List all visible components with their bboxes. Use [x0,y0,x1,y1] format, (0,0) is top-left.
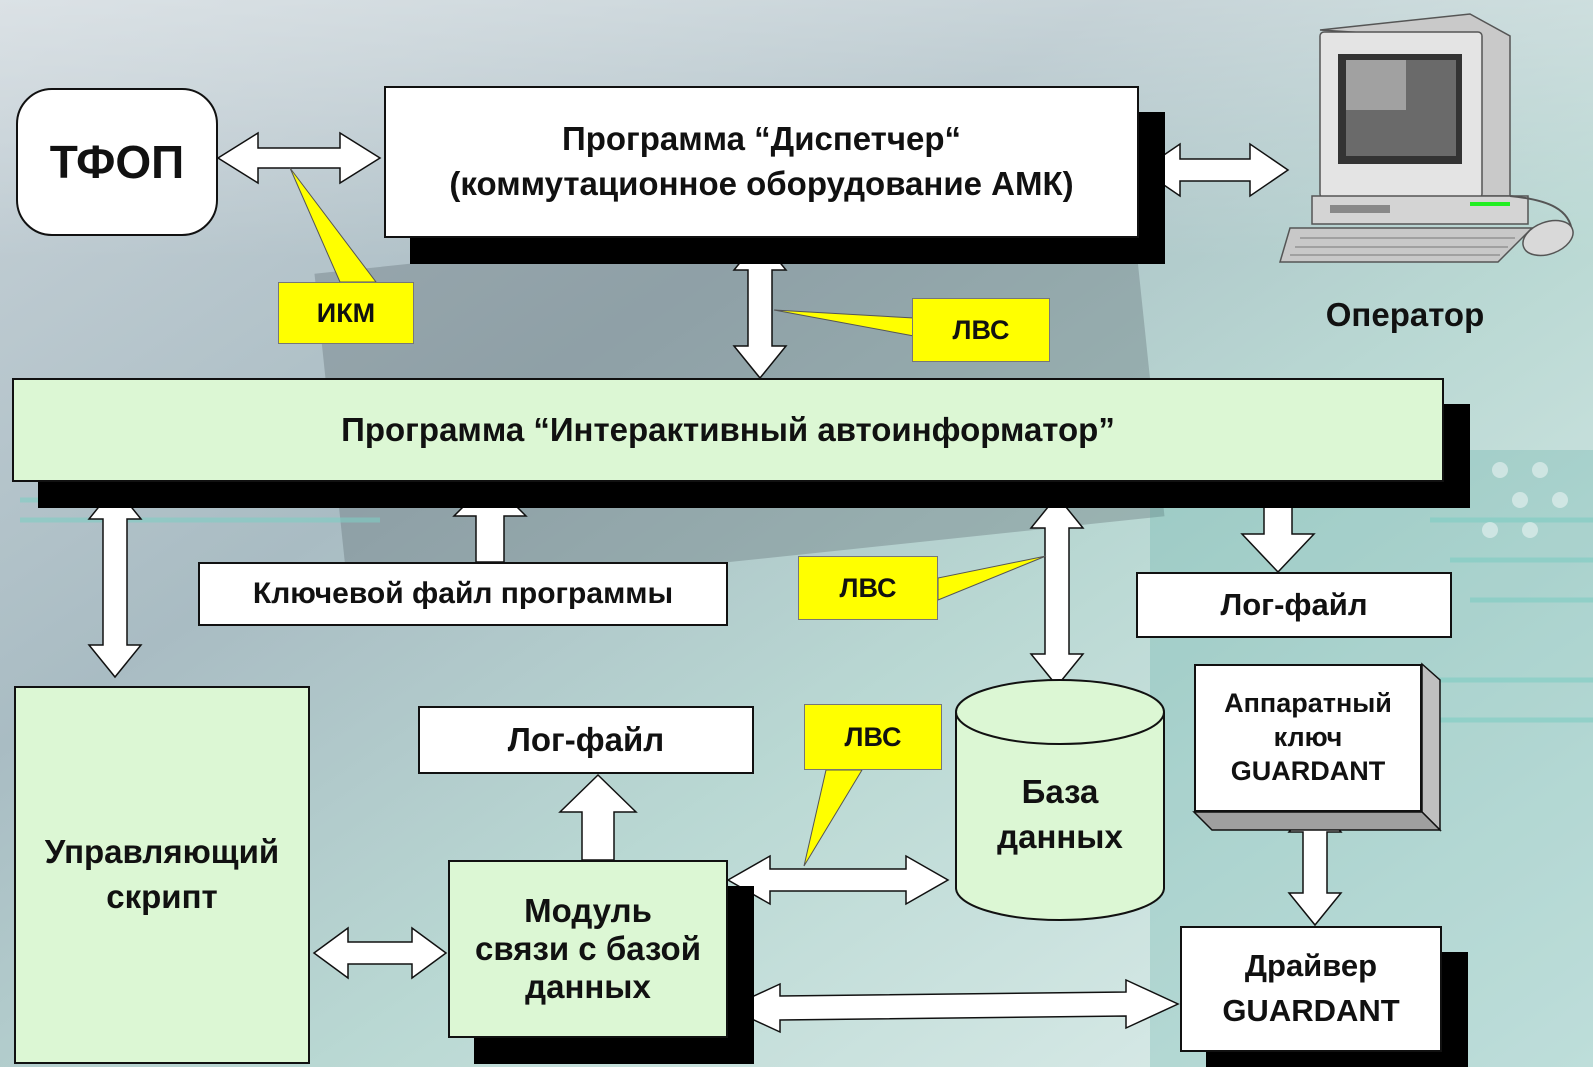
arrow-autoinformer-database [1029,494,1085,688]
arrow-autoinformer-script [87,485,143,679]
arrow-tfop-dispatcher [216,131,382,185]
callout-lan-bottom: ЛВС [804,704,942,770]
db-module-label: Модуль связи с базой данных [474,892,701,1005]
arrow-dispatcher-autoinformer [732,236,788,380]
key-file-label: Ключевой файл программы [252,577,674,610]
callout-lan-mid-label: ЛВС [839,572,897,603]
operator-label: Оператор [1325,296,1485,333]
hardware-key-node: Аппаратный ключ GUARDANT [1194,664,1422,812]
database-cylinder [955,679,1165,921]
hardware-key-label: Аппаратный ключ GUARDANT [1224,688,1392,786]
control-script-node: Управляющий скрипт [14,686,310,1064]
arrow-autoinformer-logright [1240,486,1316,574]
driver-node: Драйвер GUARDANT [1180,926,1442,1052]
callout-ikm-label: ИКМ [316,297,376,328]
autoinformer-node: Программа “Интерактивный автоинформатор” [12,378,1444,482]
callout-pointer-lan-mid [937,555,1047,601]
arrow-dispatcher-operator [1140,142,1290,198]
callout-ikm: ИКМ [278,282,414,344]
callout-pointer-lan-top [773,309,915,337]
callout-lan-mid: ЛВС [798,556,938,620]
callout-lan-top-label: ЛВС [952,314,1010,345]
tfop-label: ТФОП [49,136,185,188]
callout-lan-top: ЛВС [912,298,1050,362]
computer-icon [1278,13,1574,263]
arrow-module-logmid [558,773,638,861]
log-file-mid-label: Лог-файл [507,721,665,758]
key-file-node: Ключевой файл программы [198,562,728,626]
tfop-node: ТФОП [16,88,218,236]
log-file-right-label: Лог-файл [1220,587,1368,622]
arrow-keyfile-autoinformer [452,478,528,563]
arrow-module-driver [726,978,1180,1034]
driver-label: Драйвер GUARDANT [1222,948,1400,1028]
callout-pointer-ikm [289,167,378,283]
db-module-node: Модуль связи с базой данных [448,860,728,1038]
callout-pointer-lan-bottom [803,769,863,867]
arrow-script-module [312,926,448,980]
arrow-hwkey-driver [1287,798,1343,927]
log-file-mid-node: Лог-файл [418,706,754,774]
log-file-right-node: Лог-файл [1136,572,1452,638]
callout-lan-bottom-label: ЛВС [844,721,902,752]
arrow-module-database [726,854,950,906]
hwkey-3d-faces [1192,662,1442,832]
control-script-label: Управляющий скрипт [44,833,280,915]
autoinformer-label: Программа “Интерактивный автоинформатор” [341,411,1115,448]
dispatcher-node: Программа “Диспетчер“ (коммутационное об… [384,86,1139,238]
dispatcher-label: Программа “Диспетчер“ (коммутационное об… [449,120,1074,202]
database-label: База данных [997,773,1123,855]
